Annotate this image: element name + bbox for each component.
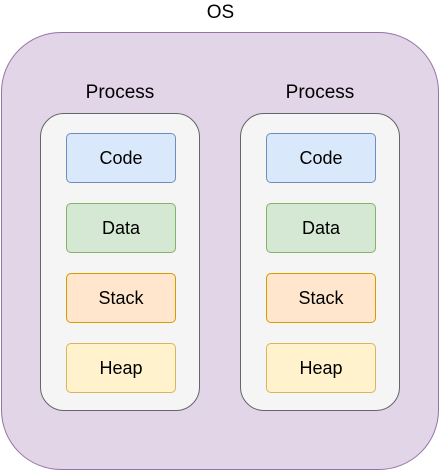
data-segment: Data: [266, 203, 376, 253]
os-label: OS: [206, 2, 235, 23]
code-segment: Code: [66, 133, 176, 183]
process-box-1: Code Data Stack Heap: [40, 113, 200, 411]
process-box-2: Code Data Stack Heap: [240, 113, 400, 411]
heap-segment: Heap: [66, 343, 176, 393]
stack-segment: Stack: [66, 273, 176, 323]
code-segment: Code: [266, 133, 376, 183]
process-label-2: Process: [285, 82, 355, 103]
data-segment: Data: [66, 203, 176, 253]
heap-segment: Heap: [266, 343, 376, 393]
stack-segment: Stack: [266, 273, 376, 323]
process-label-1: Process: [85, 82, 155, 103]
